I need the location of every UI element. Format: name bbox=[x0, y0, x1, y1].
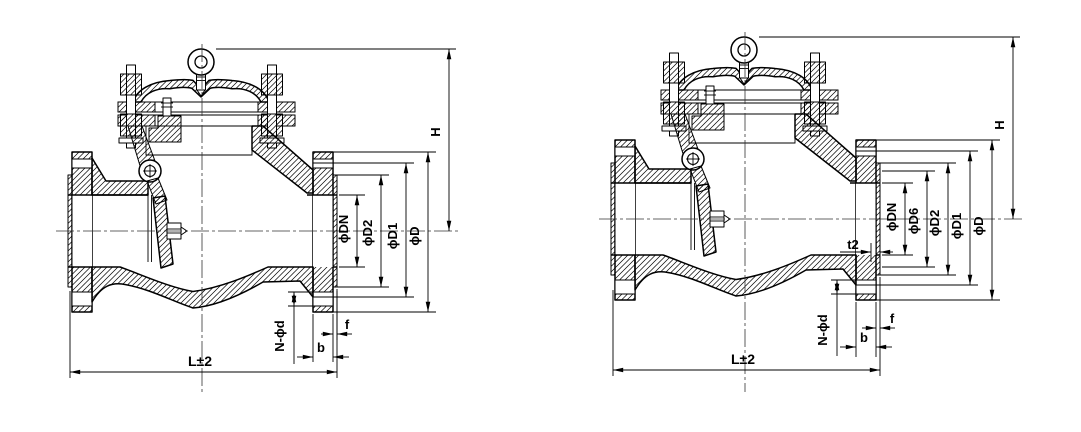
dim-label-d-right: ϕD bbox=[971, 216, 986, 235]
dim-label-b-right: b bbox=[860, 330, 868, 345]
right-valve-dimensions: H ϕD ϕD1 ϕD2 ϕD6 ϕDN t2 L±2 N-ϕd b f bbox=[599, 32, 1022, 392]
dim-label-t2-right: t2 bbox=[847, 237, 859, 252]
dim-label-dn-right: ϕDN bbox=[884, 203, 899, 232]
left-valve-dimensions: H ϕD ϕD1 ϕD2 ϕDN L±2 N-ϕd b f bbox=[56, 44, 458, 392]
dim-label-l-left: L±2 bbox=[188, 353, 212, 369]
dim-label-dn-left: ϕDN bbox=[336, 215, 351, 244]
dim-label-d1-left: ϕD1 bbox=[385, 223, 400, 249]
dim-label-d1-right: ϕD1 bbox=[949, 213, 964, 239]
dim-label-f-right: f bbox=[890, 311, 895, 326]
dim-label-f-left: f bbox=[345, 317, 350, 332]
dim-label-h-left: H bbox=[428, 127, 443, 136]
dim-label-h-right: H bbox=[992, 120, 1007, 129]
dim-label-d6-right: ϕD6 bbox=[906, 208, 921, 234]
dim-label-d2-right: ϕD2 bbox=[927, 210, 942, 236]
dim-label-d2-left: ϕD2 bbox=[360, 220, 375, 246]
dim-label-d-left: ϕD bbox=[407, 226, 422, 245]
dim-label-l-right: L±2 bbox=[731, 351, 755, 367]
dim-label-b-left: b bbox=[317, 340, 325, 355]
dim-label-nd-right: N-ϕd bbox=[815, 314, 830, 345]
dim-label-nd-left: N-ϕd bbox=[272, 320, 287, 351]
